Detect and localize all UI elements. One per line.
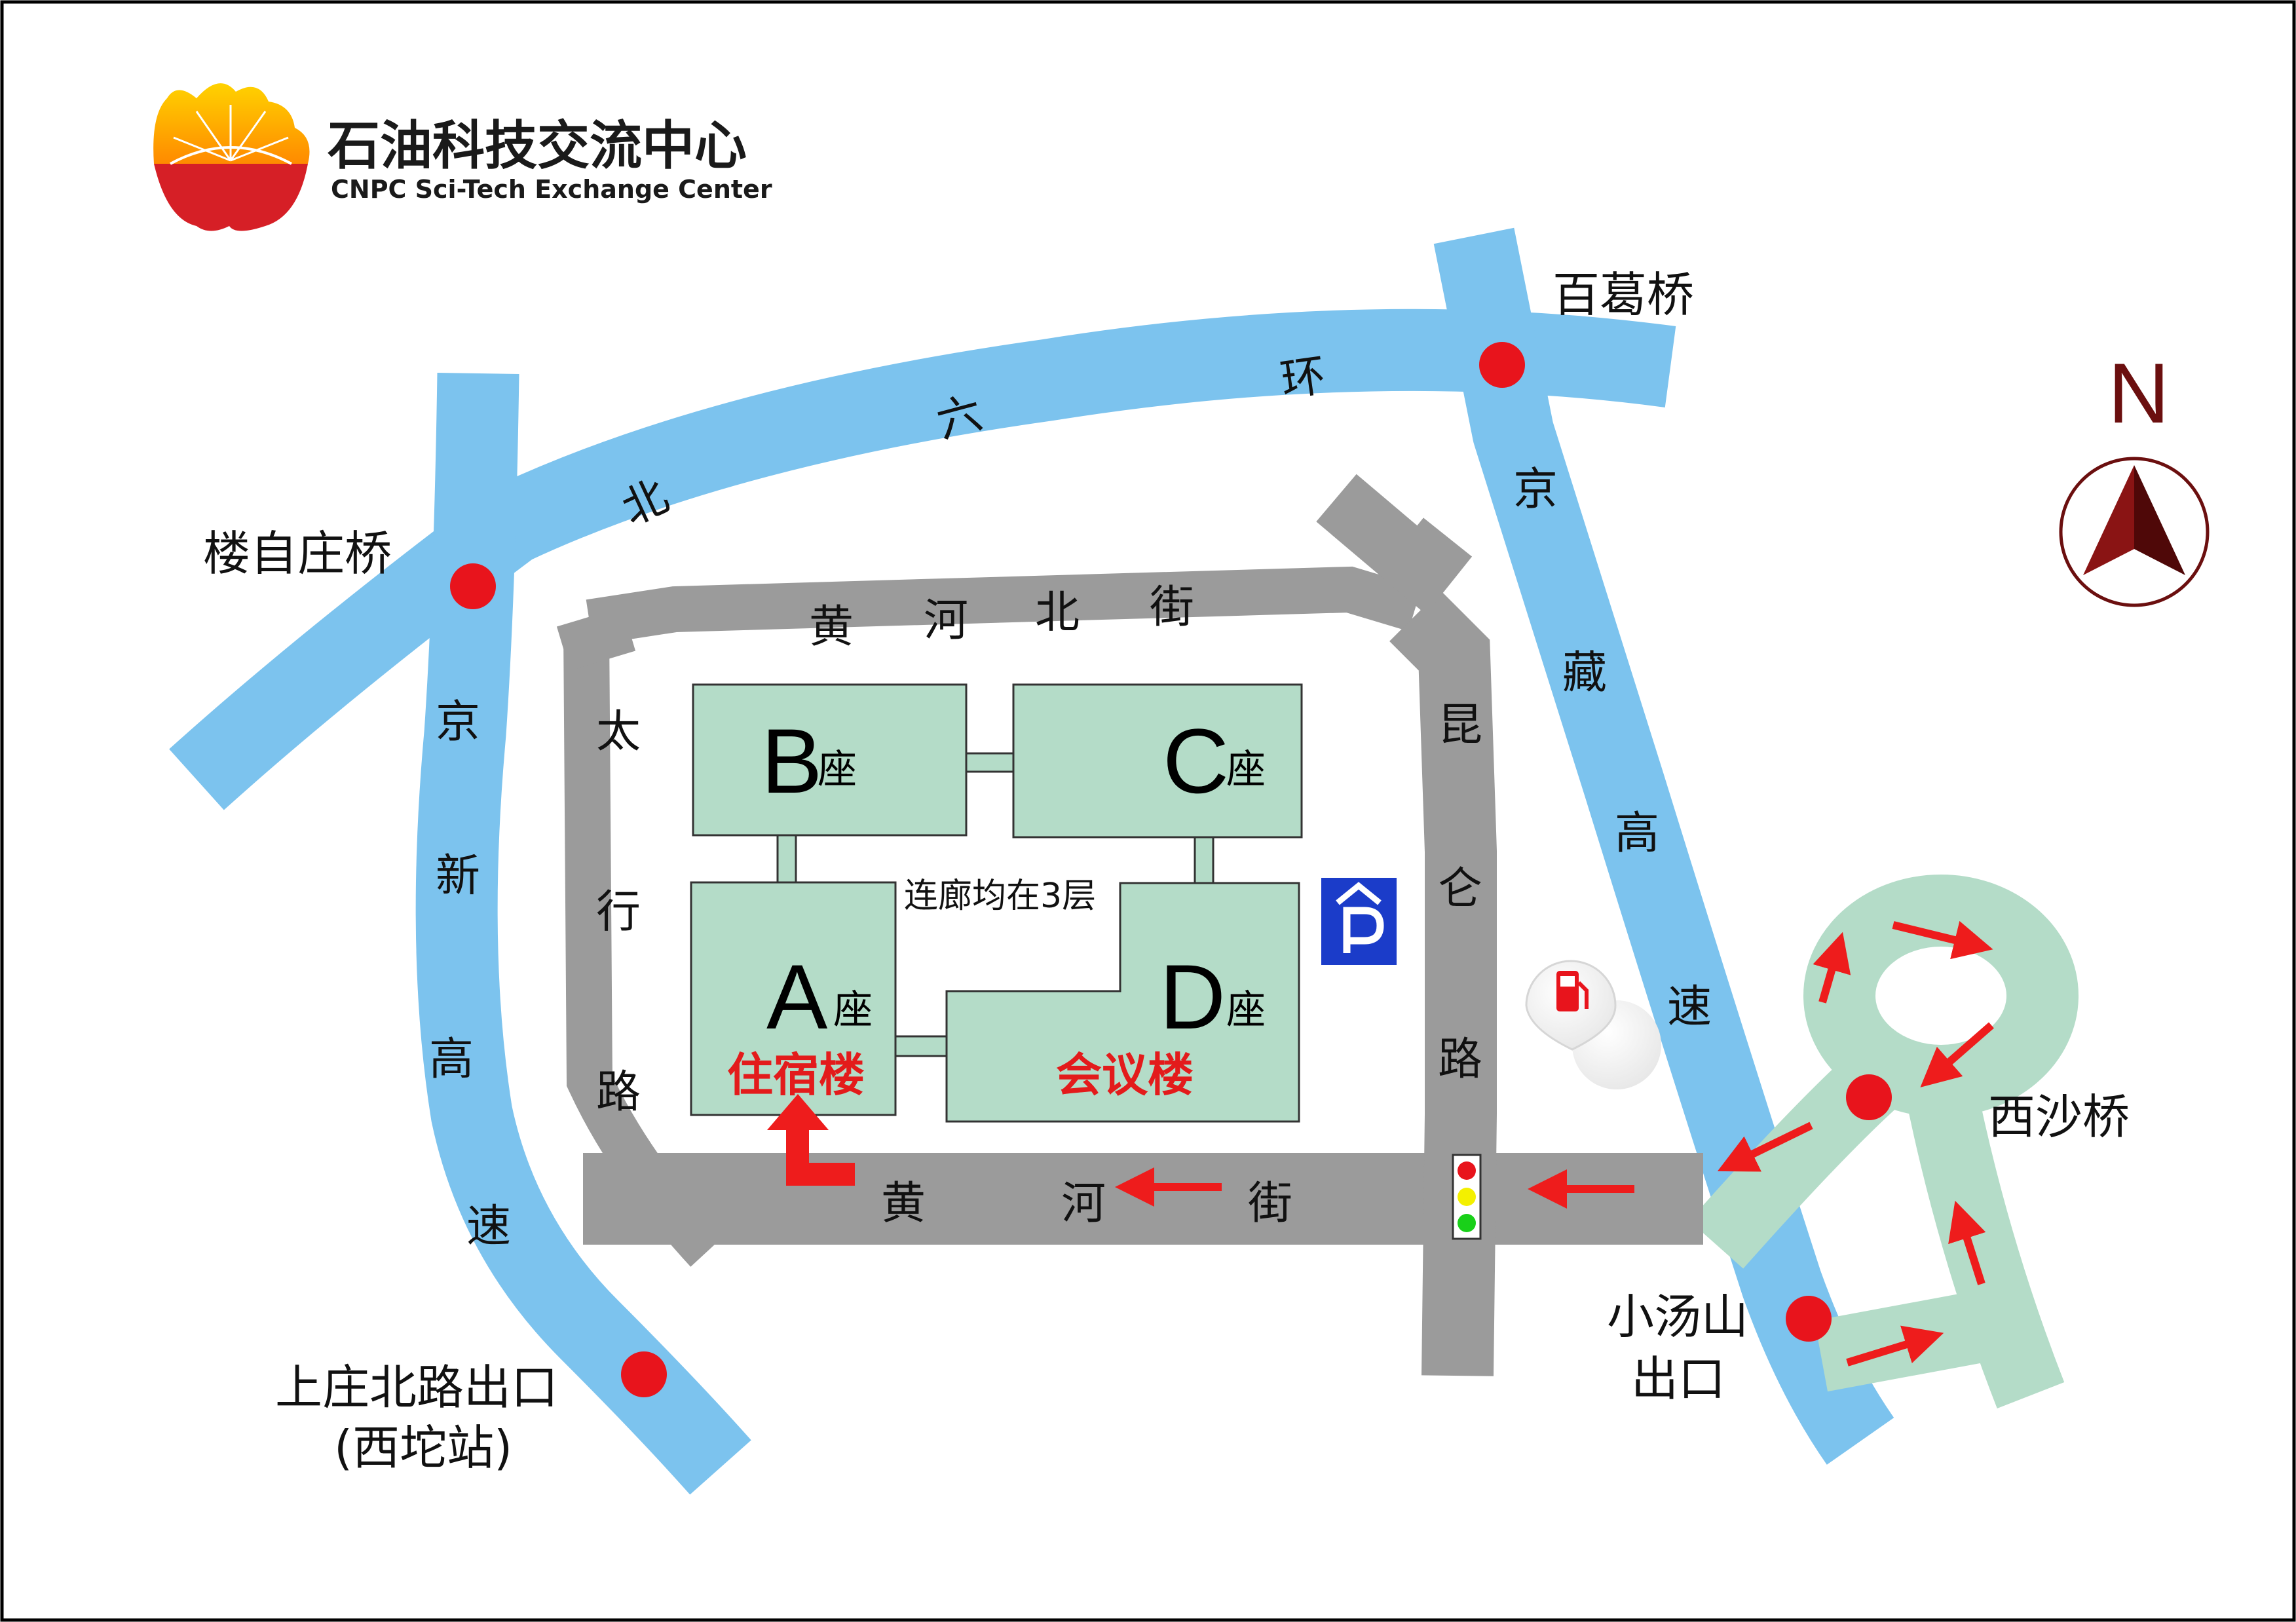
cnpc-sun-icon <box>153 83 310 231</box>
huanghe-north-char-1: 黄 <box>809 601 854 653</box>
logo-name-cn: 石油科技交流中心 <box>328 115 747 176</box>
jingzang-char-3: 高 <box>1615 808 1659 859</box>
kunlun-char-2: 仑 <box>1438 863 1482 915</box>
label-shangzhuang-2: (西坨站) <box>334 1420 512 1475</box>
marker-xisha-bridge[interactable] <box>1846 1074 1892 1120</box>
building-d-suffix: 座 <box>1226 987 1266 1033</box>
corridor-bc <box>965 752 1015 773</box>
arrow-loop-left <box>1813 932 1851 1004</box>
arrow-exit-ramp <box>1846 1325 1944 1367</box>
label-xiaotangshan-1: 小汤山 <box>1607 1289 1748 1344</box>
route-arrows <box>1115 920 1994 1367</box>
building-c <box>1012 683 1303 839</box>
campus-buildings <box>690 683 1303 1123</box>
label-baige-bridge: 百葛桥 <box>1553 267 1694 322</box>
building-d-letter: D <box>1159 945 1226 1048</box>
corridor-cd <box>1194 836 1214 884</box>
north-arrow-icon <box>2059 457 2210 607</box>
label-louzizhuang-bridge: 楼自庄桥 <box>203 526 392 581</box>
huanghe-char-2: 河 <box>1061 1178 1106 1230</box>
jingxin-char-2: 新 <box>436 850 480 902</box>
taihang-char-2: 行 <box>596 886 641 938</box>
parking-icon[interactable] <box>1321 878 1397 965</box>
turn-arrow-icon <box>767 1094 855 1186</box>
jingxin-char-1: 京 <box>436 696 480 748</box>
arrow-ramp-up <box>1948 1200 1986 1285</box>
huanghe-north-street <box>586 566 1422 645</box>
interchange-markers <box>450 342 1892 1397</box>
taihang-char-3: 路 <box>596 1066 641 1118</box>
arrow-loop-right <box>1920 1022 1994 1087</box>
ring6-road <box>169 309 1676 810</box>
building-d <box>945 882 1300 1123</box>
building-a-letter: A <box>766 945 828 1048</box>
corridor-ad <box>894 1035 948 1057</box>
corridor-ba <box>776 834 797 884</box>
jingxin-char-4: 速 <box>466 1201 511 1253</box>
jingxin-road <box>415 373 751 1495</box>
north-letter: N <box>2108 345 2170 441</box>
huanghe-north-char-4: 街 <box>1150 582 1194 633</box>
taihang-char-1: 太 <box>596 706 641 758</box>
marker-baige-bridge[interactable] <box>1479 342 1525 388</box>
compass: N <box>2059 345 2210 607</box>
corridor-note: 连廊均在3层 <box>904 877 1096 916</box>
building-d-function: 会议楼 <box>1056 1048 1194 1102</box>
ring6-char-3: 环 <box>1277 350 1328 407</box>
cnpc-logo: 石油科技交流中心 CNPC Sci-Tech Exchange Center <box>153 83 772 231</box>
jingxin-char-3: 高 <box>429 1034 474 1085</box>
traffic-light-icon[interactable] <box>1452 1154 1482 1240</box>
kunlun-char-1: 昆 <box>1438 700 1482 751</box>
huanghe-char-3: 街 <box>1248 1178 1292 1230</box>
kunlun-char-3: 路 <box>1438 1034 1482 1085</box>
label-shangzhuang-1: 上庄北路出口 <box>275 1360 558 1415</box>
jingzang-char-1: 京 <box>1513 464 1558 516</box>
arrow-ramp-in <box>1717 1122 1813 1172</box>
label-xisha-bridge: 西沙桥 <box>1988 1089 2130 1144</box>
building-a-function: 住宿楼 <box>727 1048 865 1102</box>
building-a <box>690 881 897 1116</box>
place-labels: 百葛桥 楼自庄桥 西沙桥 小汤山 出口 上庄北路出口 (西坨站) <box>203 267 2130 1475</box>
building-a-suffix: 座 <box>833 987 873 1033</box>
marker-xiaotangshan-exit[interactable] <box>1786 1296 1832 1342</box>
label-xiaotangshan-2: 出口 <box>1631 1351 1725 1406</box>
logo-name-en: CNPC Sci-Tech Exchange Center <box>331 175 772 204</box>
huanghe-north-char-3: 北 <box>1035 587 1080 639</box>
arrow-loop-top <box>1892 920 1993 960</box>
jingzang-char-2: 藏 <box>1562 647 1607 699</box>
building-c-suffix: 座 <box>1226 747 1266 793</box>
building-b <box>692 683 968 837</box>
jingzang-char-4: 速 <box>1667 981 1712 1033</box>
building-b-letter: B <box>761 709 822 812</box>
huanghe-char-1: 黄 <box>881 1178 926 1230</box>
marker-louzizhuang-bridge[interactable] <box>450 563 496 609</box>
huanghe-north-char-2: 河 <box>924 595 968 647</box>
building-b-suffix: 座 <box>818 747 857 793</box>
gas-station-icon[interactable] <box>1525 960 1661 1090</box>
building-c-letter: C <box>1163 709 1229 812</box>
marker-shangzhuang-exit[interactable] <box>621 1351 667 1397</box>
